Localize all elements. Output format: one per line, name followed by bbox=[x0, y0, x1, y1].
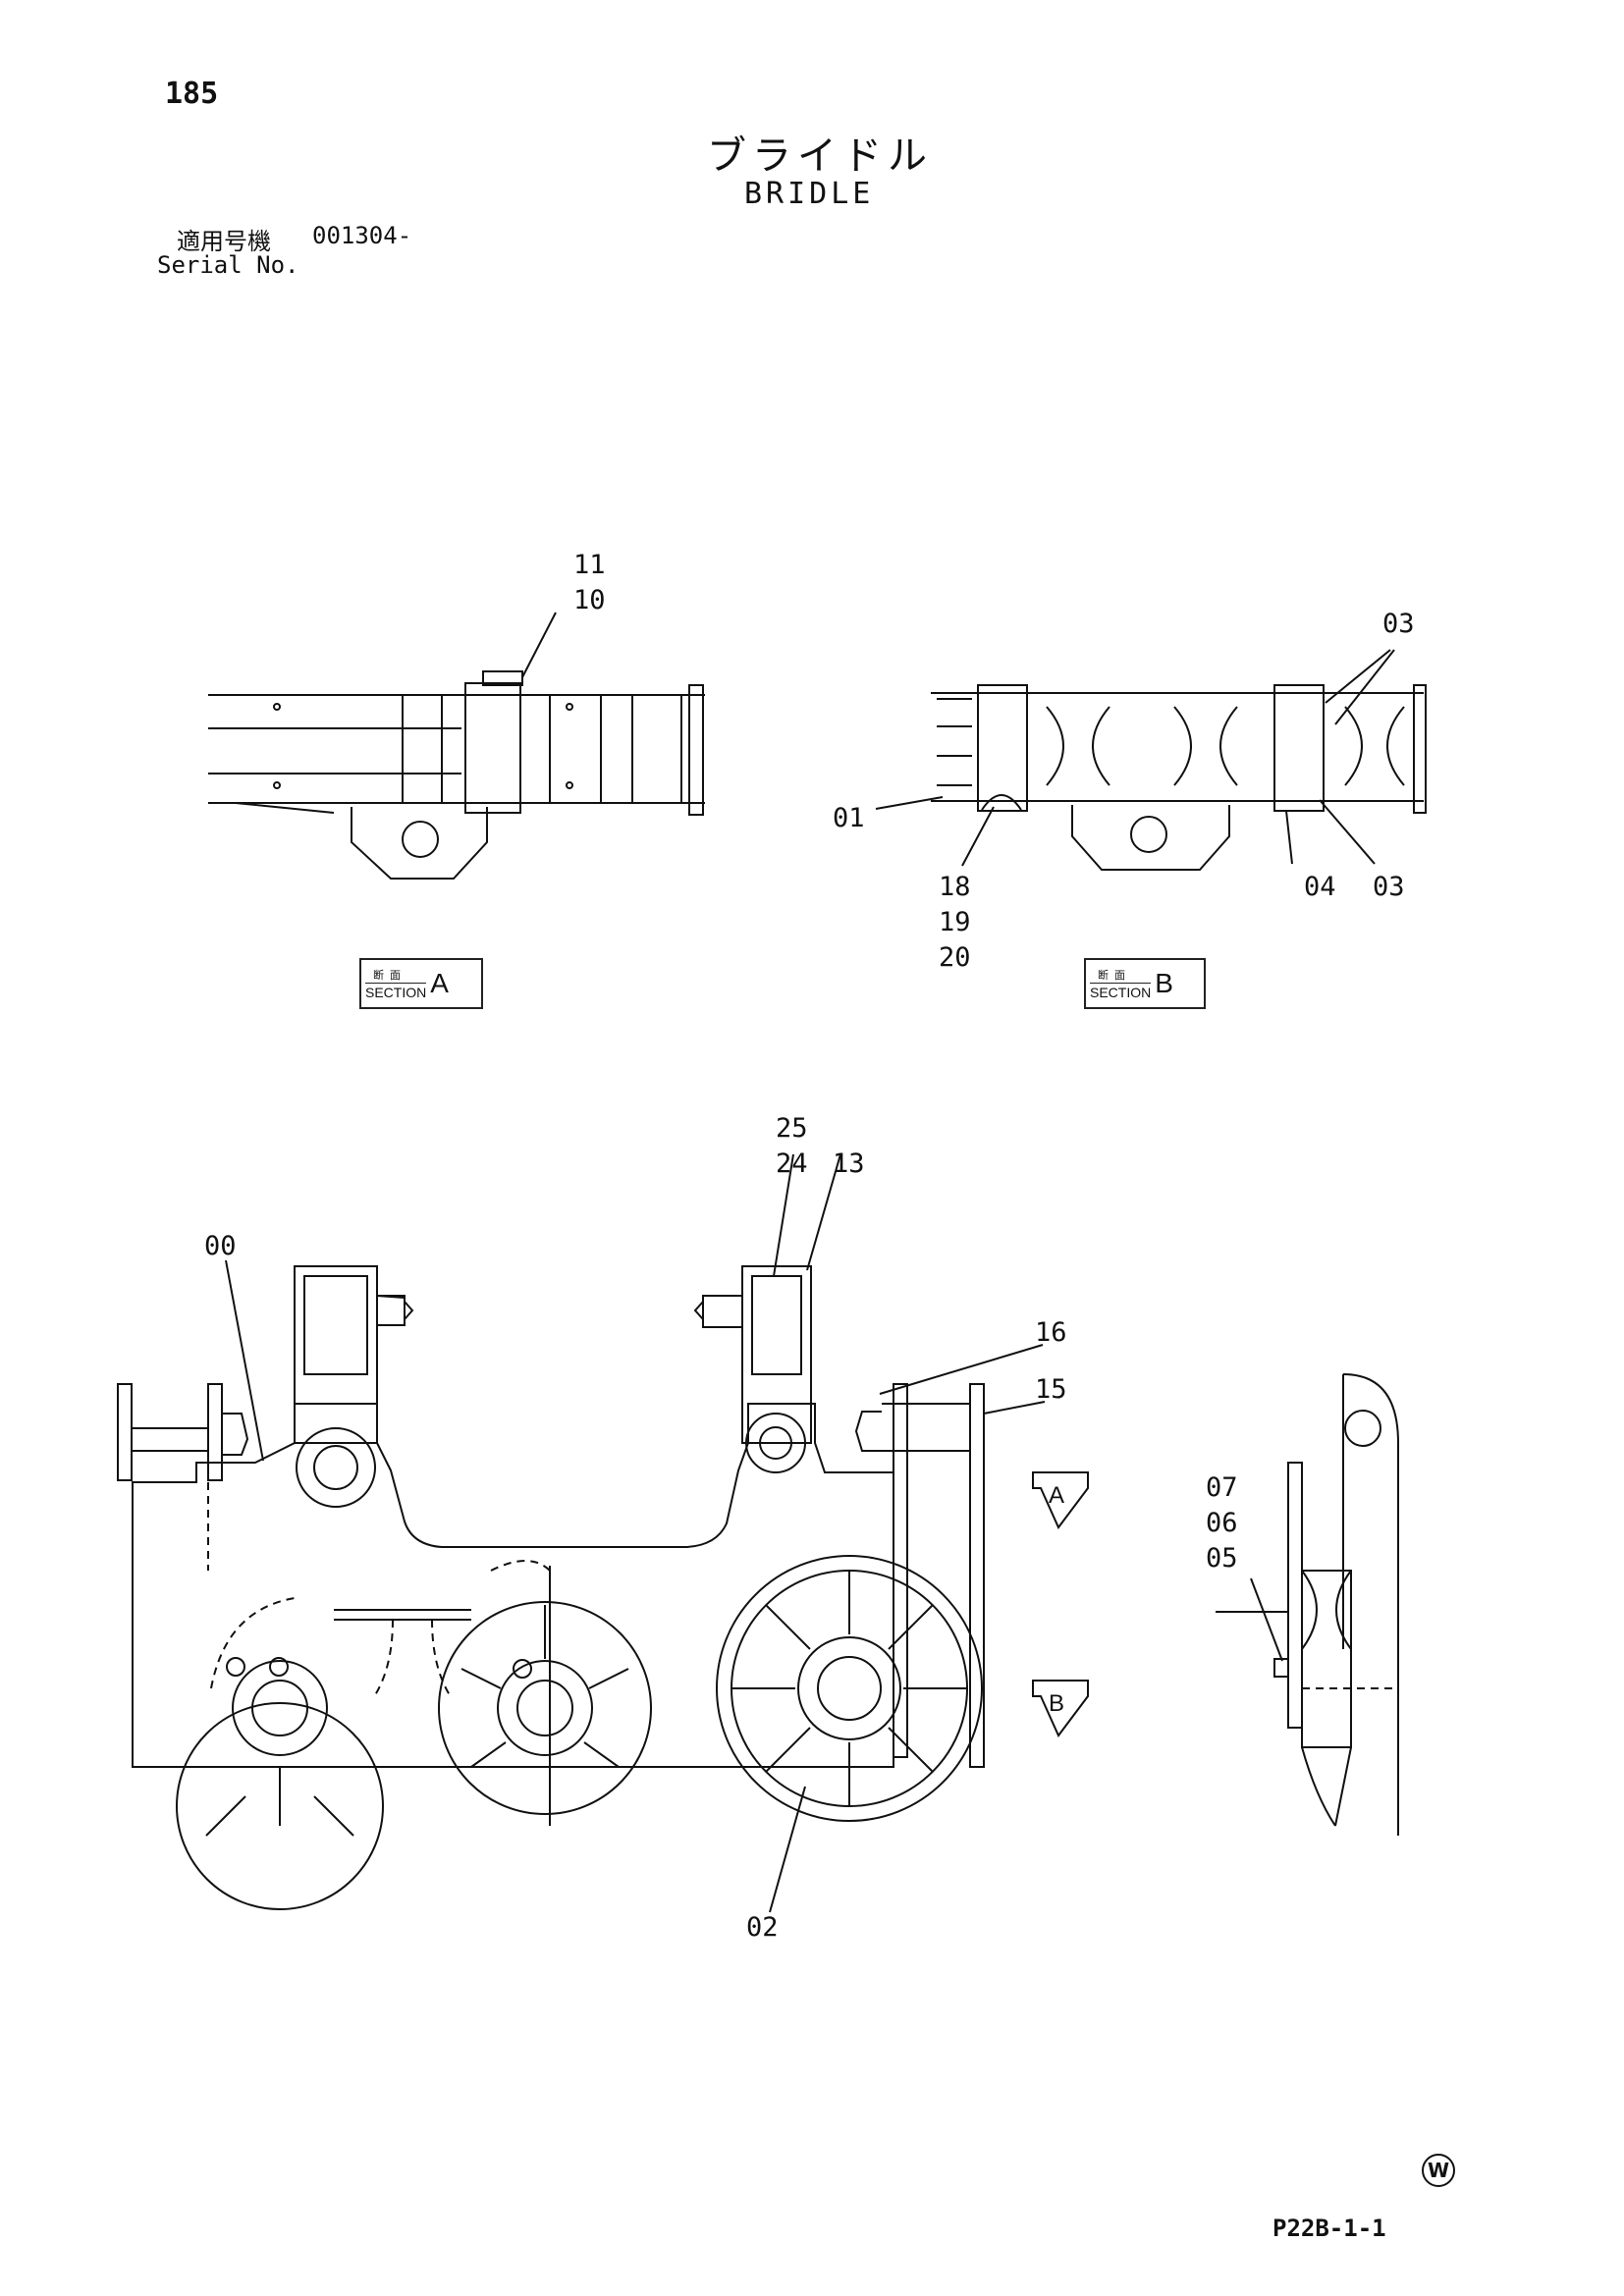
section-b-letter: B bbox=[1155, 968, 1173, 998]
part-label-06: 06 bbox=[1206, 1508, 1238, 1538]
section-a-ja: 断面 bbox=[373, 969, 406, 982]
part-label-19: 19 bbox=[939, 907, 971, 937]
part-label-11: 11 bbox=[573, 550, 606, 580]
section-a-letter: A bbox=[430, 968, 449, 998]
end-view bbox=[1216, 1373, 1399, 1836]
part-label-03-top: 03 bbox=[1382, 609, 1415, 639]
serial-label-japanese: 適用号機 bbox=[177, 228, 271, 255]
serial-value: 001304- bbox=[312, 222, 412, 249]
part-label-03-bottom: 03 bbox=[1373, 872, 1405, 902]
top-leader-lines bbox=[521, 612, 1395, 867]
part-label-04: 04 bbox=[1304, 872, 1336, 902]
title-english: BRIDLE bbox=[744, 177, 875, 211]
title-japanese: ブライドル bbox=[707, 133, 933, 179]
section-b-ja: 断面 bbox=[1098, 969, 1131, 982]
part-label-01: 01 bbox=[833, 803, 865, 833]
part-label-00: 00 bbox=[204, 1231, 237, 1261]
serial-label-english: Serial No. bbox=[157, 251, 299, 279]
page-number: 185 bbox=[165, 77, 219, 111]
view-marker-a-arrow bbox=[1032, 1471, 1089, 1529]
part-label-25: 25 bbox=[776, 1113, 808, 1144]
main-leader-lines bbox=[225, 1153, 1046, 1913]
part-label-10: 10 bbox=[573, 585, 606, 615]
part-label-05: 05 bbox=[1206, 1543, 1238, 1574]
section-b-word: SECTION bbox=[1090, 983, 1152, 1000]
section-a-view bbox=[208, 670, 705, 880]
w-circle-mark: W bbox=[1422, 2154, 1455, 2187]
part-label-15: 15 bbox=[1035, 1374, 1067, 1405]
view-marker-a-letter: A bbox=[1049, 1482, 1065, 1509]
part-label-02: 02 bbox=[746, 1912, 779, 1943]
document-code: P22B-1-1 bbox=[1272, 2215, 1386, 2242]
section-a-box: 断面 SECTION A bbox=[359, 958, 483, 1009]
section-b-view bbox=[931, 684, 1427, 871]
part-label-20: 20 bbox=[939, 942, 971, 973]
view-marker-b-arrow bbox=[1032, 1680, 1089, 1737]
section-a-word: SECTION bbox=[365, 983, 427, 1000]
view-marker-b-letter: B bbox=[1049, 1690, 1065, 1717]
part-label-13: 13 bbox=[833, 1148, 865, 1179]
section-b-box: 断面 SECTION B bbox=[1084, 958, 1206, 1009]
part-label-24: 24 bbox=[776, 1148, 808, 1179]
main-side-view bbox=[117, 1265, 985, 1910]
part-label-18: 18 bbox=[939, 872, 971, 902]
part-label-16: 16 bbox=[1035, 1317, 1067, 1348]
part-label-07: 07 bbox=[1206, 1472, 1238, 1503]
